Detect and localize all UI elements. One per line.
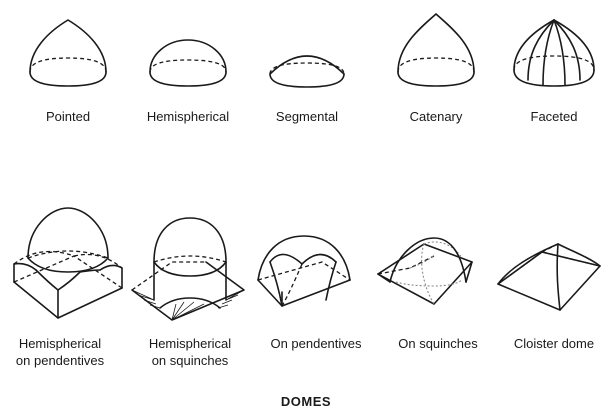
on-pendentives-drawing [258, 236, 350, 306]
on-squinches-drawing [378, 238, 472, 304]
label-catenary: Catenary [410, 109, 463, 124]
hemispherical-dome-drawing [150, 40, 226, 86]
label-hemispherical: Hemispherical [147, 109, 229, 124]
diagram-title: DOMES [281, 394, 331, 409]
label-pointed: Pointed [46, 109, 90, 124]
label-hemispherical-on-pendentives-2: on pendentives [16, 353, 105, 368]
hemispherical-on-pendentives-drawing [14, 208, 122, 318]
label-hemispherical-on-squinches-1: Hemispherical [149, 336, 231, 351]
label-hemispherical-on-pendentives-1: Hemispherical [19, 336, 101, 351]
label-segmental: Segmental [276, 109, 338, 124]
hemispherical-on-squinches-drawing [132, 218, 244, 320]
faceted-dome-drawing [514, 20, 594, 86]
cloister-dome-drawing [498, 244, 600, 310]
label-on-squinches: On squinches [398, 336, 478, 351]
segmental-dome-drawing [270, 56, 344, 87]
label-hemispherical-on-squinches-2: on squinches [152, 353, 229, 368]
label-on-pendentives: On pendentives [270, 336, 362, 351]
label-cloister-dome: Cloister dome [514, 336, 594, 351]
label-faceted: Faceted [531, 109, 578, 124]
pointed-dome-drawing [30, 20, 106, 86]
catenary-dome-drawing [398, 14, 474, 86]
